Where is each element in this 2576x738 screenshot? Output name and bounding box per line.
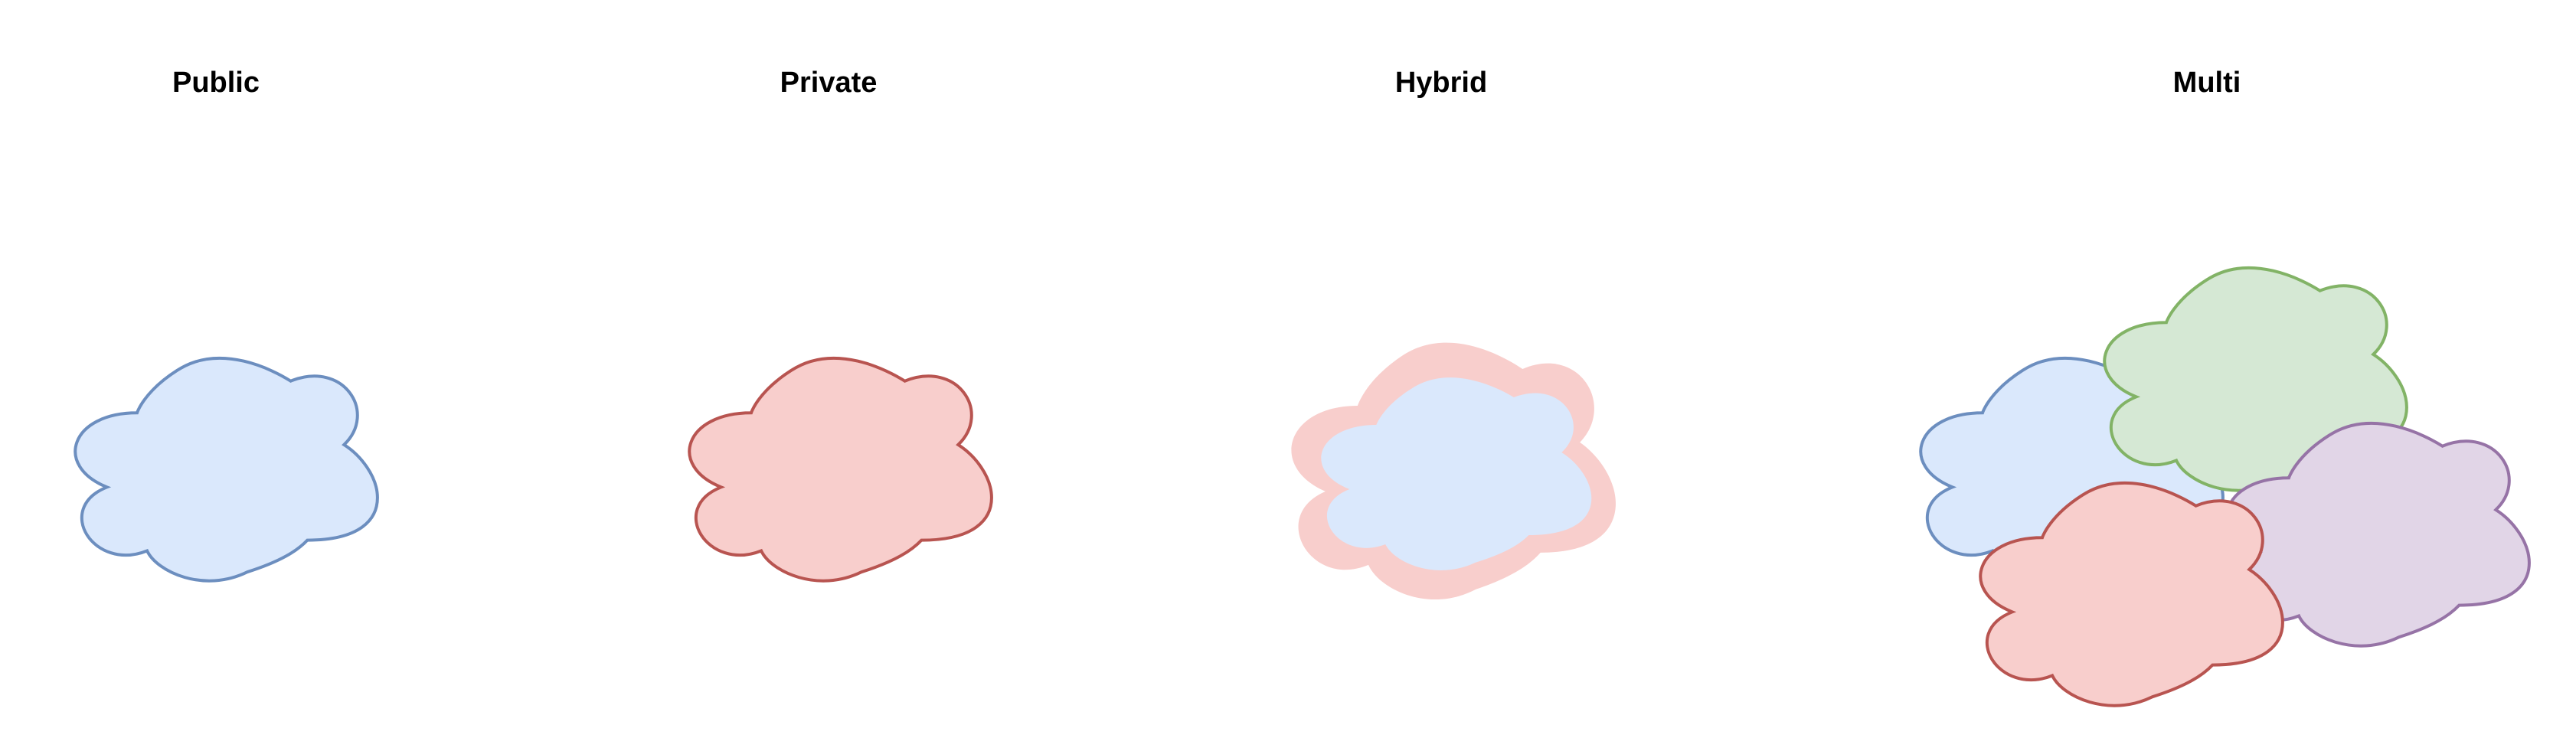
public-cloud [75, 358, 378, 581]
private-cloud [689, 358, 992, 581]
cloud-shape [75, 358, 378, 581]
hybrid-label: Hybrid [1394, 67, 1488, 99]
public-label: Public [172, 67, 260, 99]
multi-label: Multi [2172, 67, 2241, 99]
cloud-shape [689, 358, 992, 581]
private-label: Private [780, 67, 878, 99]
